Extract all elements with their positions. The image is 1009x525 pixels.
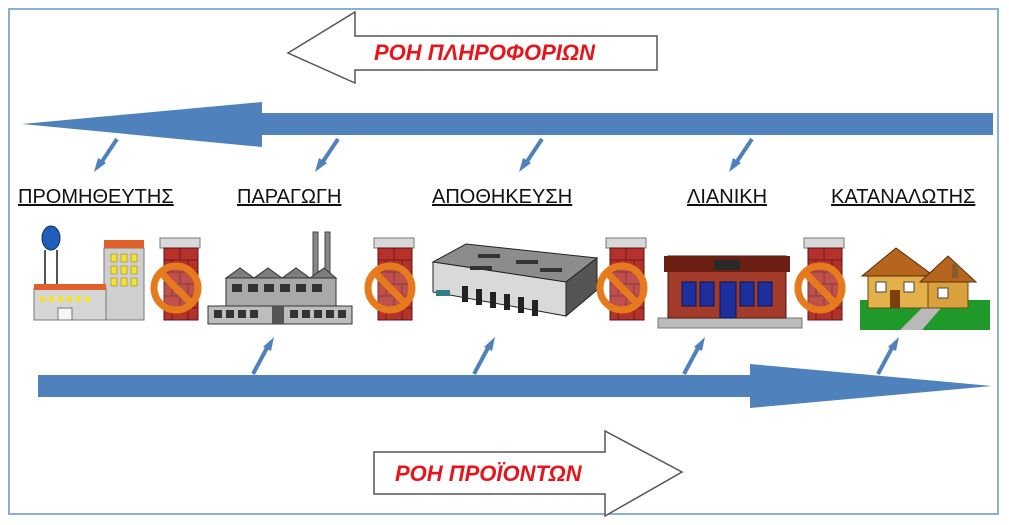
barrier-icon: [600, 238, 646, 320]
barrier-icon: [368, 238, 414, 320]
stage-label-consumer: ΚΑΤΑΝΑΛΩΤΗΣ: [831, 186, 976, 208]
info-flow-label: ΡΟΗ ΠΛΗΡΟΦΟΡΙΩΝ: [374, 40, 595, 65]
info-flow-arrow: [22, 102, 993, 147]
diagram-frame: [8, 8, 999, 515]
barrier-icon: [798, 238, 844, 320]
product-branch-arrows: [251, 337, 899, 375]
production-plant-icon: [207, 231, 353, 325]
product-flow-callout: [373, 429, 684, 518]
supplier-factory-icon: [33, 225, 145, 321]
stage-label-production: ΠΑΡΑΓΩΓΗ: [237, 186, 342, 208]
product-flow-arrow: [38, 364, 992, 408]
barrier-icon: [154, 238, 200, 320]
retail-store-icon: [657, 255, 803, 329]
stage-label-supplier: ΠΡΟΜΗΘΕΥΤΗΣ: [18, 186, 174, 208]
warehouse-icon: [431, 243, 599, 318]
info-branch-arrows: [94, 137, 754, 172]
stage-label-retail: ΛΙΑΝΙΚΗ: [687, 186, 768, 208]
consumer-house-icon: [860, 247, 990, 330]
info-flow-callout: [286, 10, 658, 85]
product-flow-label: ΡΟΗ ΠΡΟΪΟΝΤΩΝ: [395, 461, 582, 486]
stage-label-storage: ΑΠΟΘΗΚΕΥΣΗ: [432, 186, 573, 208]
